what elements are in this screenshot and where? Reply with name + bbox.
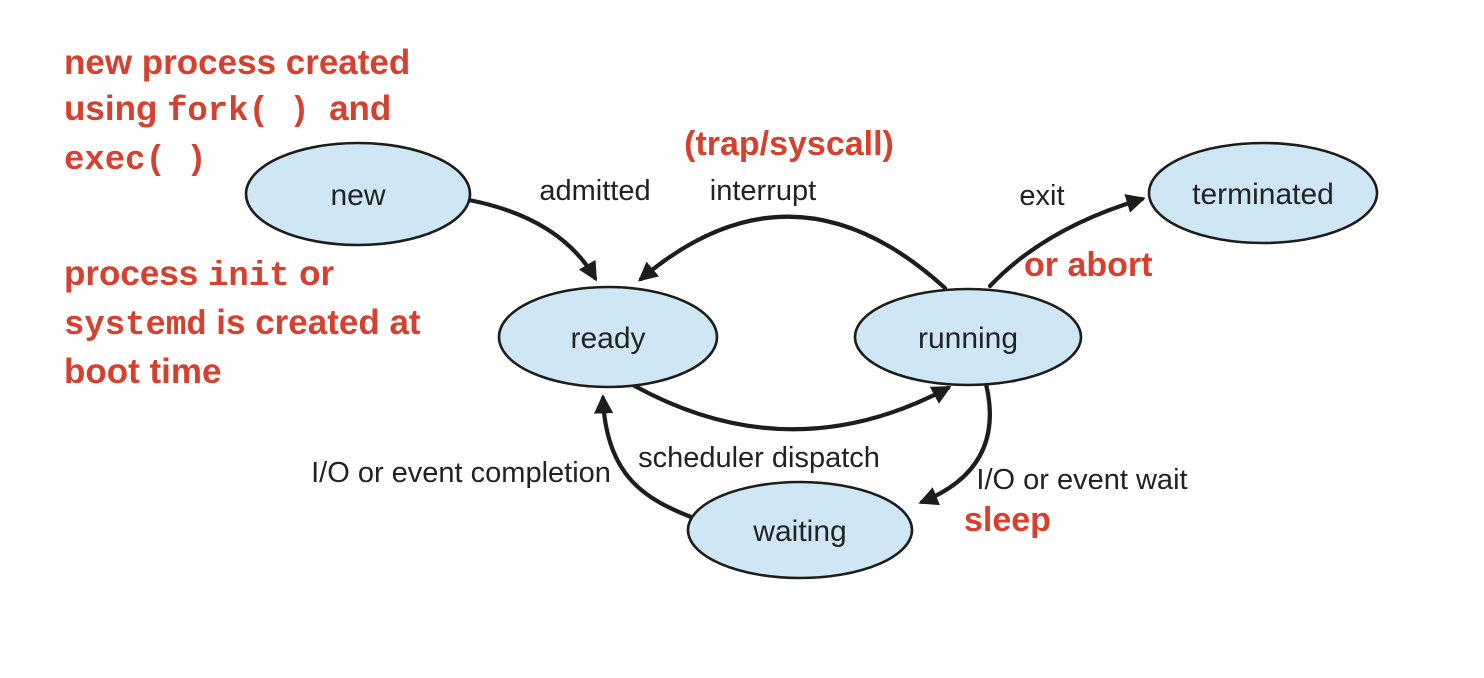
annotation-fork-exec-line3: exec( ) — [64, 135, 410, 184]
annotation-fork-exec: new process created using fork( ) and ex… — [64, 40, 410, 184]
transition-admitted-label: admitted — [539, 175, 651, 207]
transition-scheduler-dispatch-label: scheduler dispatch — [638, 442, 880, 474]
transition-io-event-completion-arrow — [593, 394, 694, 520]
annotation-sleep: sleep — [964, 501, 1051, 539]
state-terminated-label: terminated — [1192, 178, 1334, 211]
state-waiting-ellipse — [686, 480, 914, 580]
annotation-text: process — [64, 254, 208, 293]
annotation-trap-syscall: (trap/syscall) — [684, 125, 894, 163]
annotation-init-systemd-line1: process init or — [64, 251, 421, 300]
code-systemd: systemd — [64, 307, 207, 345]
state-ready-label: ready — [570, 322, 646, 355]
transition-scheduler-dispatch-arrow — [630, 382, 952, 432]
transition-io-event-completion-label: I/O or event completion — [311, 457, 611, 489]
annotation-text: and — [309, 89, 392, 128]
annotation-text: is created at — [206, 303, 421, 342]
annotation-init-systemd: process init or systemd is created at bo… — [64, 251, 421, 394]
transition-interrupt-arrow — [638, 214, 948, 291]
annotation-text: using — [64, 89, 168, 128]
code-init: init — [207, 258, 290, 296]
annotation-fork-exec-line1: new process created — [64, 40, 410, 86]
code-exec: exec( ) — [64, 142, 207, 180]
transition-admitted-arrow — [466, 197, 598, 282]
state-running-ellipse — [853, 287, 1083, 387]
state-new-ellipse — [244, 141, 472, 247]
state-new-label: new — [330, 179, 386, 212]
state-ready-ellipse — [497, 285, 719, 389]
annotation-fork-exec-line2: using fork( ) and — [64, 86, 410, 135]
annotation-text: boot time — [64, 352, 222, 391]
state-running-label: running — [917, 322, 1019, 355]
transition-io-event-wait-arrow — [918, 381, 992, 506]
transition-exit-label: exit — [1019, 180, 1065, 212]
annotation-text: new process created — [64, 43, 411, 82]
state-terminated-ellipse — [1147, 141, 1379, 245]
transition-interrupt-label: interrupt — [709, 175, 817, 207]
code-fork: fork( ) — [167, 93, 310, 131]
transition-io-event-wait-label: I/O or event wait — [976, 464, 1188, 496]
state-waiting-label: waiting — [753, 515, 847, 548]
annotation-init-systemd-line3: boot time — [64, 349, 421, 394]
transition-exit-arrow — [987, 194, 1146, 289]
annotation-or-abort: or abort — [1024, 246, 1153, 284]
annotation-text: or — [289, 254, 335, 293]
annotation-init-systemd-line2: systemd is created at — [64, 300, 421, 349]
